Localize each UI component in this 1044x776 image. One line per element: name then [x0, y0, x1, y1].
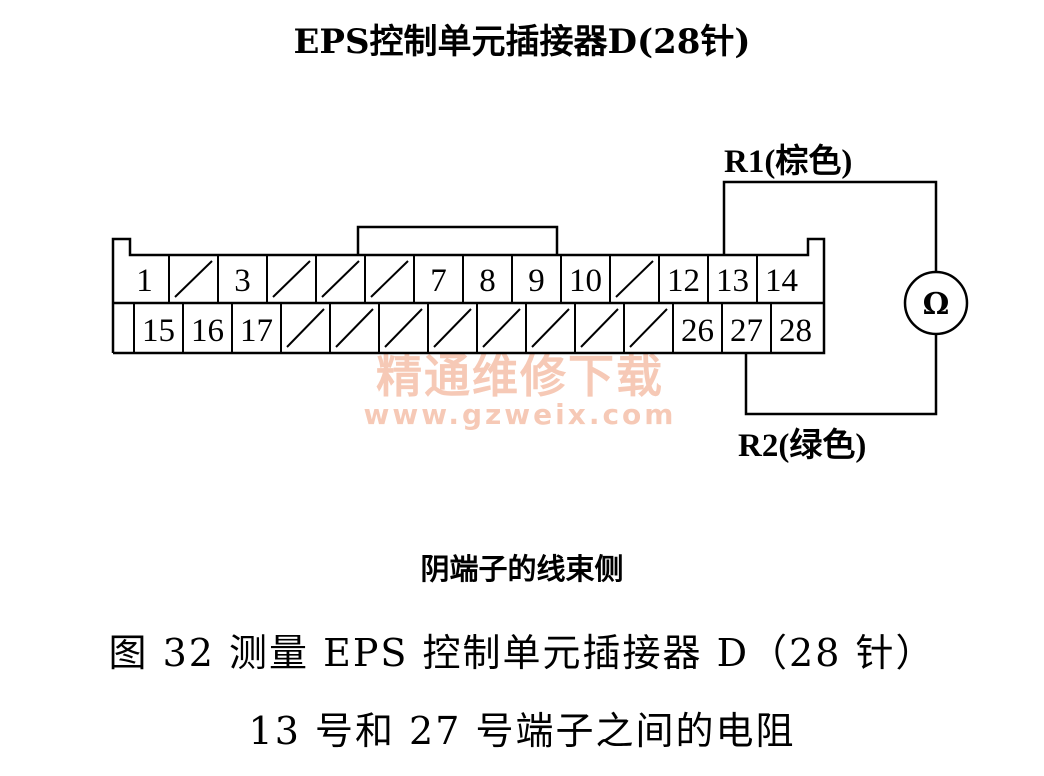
pin-26-label: 26: [681, 313, 714, 349]
figure-caption-line-1: 图 32 测量 EPS 控制单元插接器 D（28 针）: [108, 631, 936, 675]
unused-pin-slash: [580, 308, 619, 348]
r1-label: R1(棕色): [724, 143, 852, 180]
r2-wire: [744, 334, 938, 416]
ohmmeter-circle: [903, 270, 969, 336]
measurement-wires: [722, 180, 969, 416]
watermark-text: 精通维修下载: [376, 349, 664, 403]
pin-10-label: 10: [569, 263, 602, 299]
unused-pin-slash: [482, 308, 521, 348]
unused-pin-slash: [433, 308, 472, 348]
pin-3-label: 3: [234, 263, 251, 299]
pin-16-label: 16: [191, 313, 224, 349]
unused-pin-slash: [615, 260, 654, 298]
pin-28-label: 28: [779, 313, 812, 349]
pin-17-label: 17: [240, 313, 273, 349]
r2-label: R2(绿色): [738, 427, 866, 464]
pin-8-label: 8: [479, 263, 496, 299]
figure-caption-line-2: 13 号和 27 号端子之间的电阻: [248, 709, 796, 753]
pin-15-label: 15: [142, 313, 175, 349]
watermark-url: www.gzweix.com: [364, 398, 677, 431]
pin-1-label: 1: [136, 263, 153, 299]
unused-pin-slash: [286, 308, 325, 348]
ohm-icon: Ω: [923, 287, 950, 322]
connector-row-2: 15 16 17 26 27 28: [133, 303, 812, 353]
pin-7-label: 7: [430, 263, 447, 299]
unused-pin-slash: [629, 308, 668, 348]
unused-pin-slash: [384, 308, 423, 348]
pin-9-label: 9: [528, 263, 545, 299]
harness-side-label: 阴端子的线束侧: [420, 552, 624, 586]
diagram-title: EPS控制单元插接器D(28针): [293, 22, 751, 62]
unused-pin-slash: [335, 308, 374, 348]
pin-13-label: 13: [716, 263, 749, 299]
r1-wire: [722, 180, 938, 272]
unused-pin-slash: [272, 260, 311, 298]
unused-pin-slash: [174, 260, 213, 298]
unused-pin-slash: [321, 260, 360, 298]
pin-27-label: 27: [730, 313, 763, 349]
unused-pin-slash: [370, 260, 409, 298]
unused-pin-slash: [531, 308, 570, 348]
pin-12-label: 12: [667, 263, 700, 299]
pin-14-label: 14: [765, 263, 798, 299]
